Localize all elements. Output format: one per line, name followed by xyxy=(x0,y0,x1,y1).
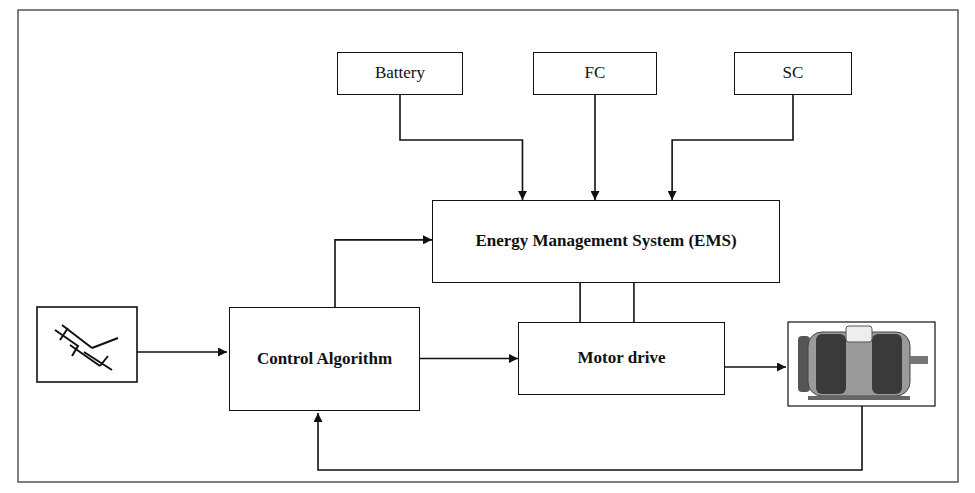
box-label: Energy Management System (EMS) xyxy=(475,230,736,253)
controller-box: Control Algorithm xyxy=(229,307,420,411)
box-content: Motor drive xyxy=(578,347,666,370)
box-content: Control Algorithm xyxy=(257,348,392,371)
link-line xyxy=(579,283,581,322)
flow-arrow xyxy=(672,95,793,200)
source-box: SC xyxy=(734,52,852,95)
box-content: Energy Management System (EMS) xyxy=(475,230,736,253)
flow-arrow xyxy=(335,240,432,307)
source-box: Battery xyxy=(337,52,463,95)
drive-box: Motor drive xyxy=(518,322,725,395)
pedal-icon xyxy=(37,307,137,382)
flow-arrow xyxy=(420,358,518,360)
pedal-wire xyxy=(137,351,227,353)
box-label: FC xyxy=(585,62,606,85)
box-content: Battery xyxy=(375,62,425,85)
box-content: SC xyxy=(783,62,804,85)
motor-icon xyxy=(788,322,935,406)
figure-frame xyxy=(18,10,958,482)
motor-wire xyxy=(725,366,786,368)
box-label: Motor drive xyxy=(578,347,666,370)
feedback-wire xyxy=(318,406,862,470)
box-label: SC xyxy=(783,62,804,85)
box-label: Control Algorithm xyxy=(257,348,392,371)
box-content: FC xyxy=(585,62,606,85)
flow-arrow xyxy=(594,95,596,200)
box-label: Battery xyxy=(375,62,425,85)
source-box: FC xyxy=(533,52,657,95)
flow-arrow xyxy=(400,95,522,200)
ems-box: Energy Management System (EMS) xyxy=(432,200,780,283)
link-line xyxy=(633,283,635,322)
